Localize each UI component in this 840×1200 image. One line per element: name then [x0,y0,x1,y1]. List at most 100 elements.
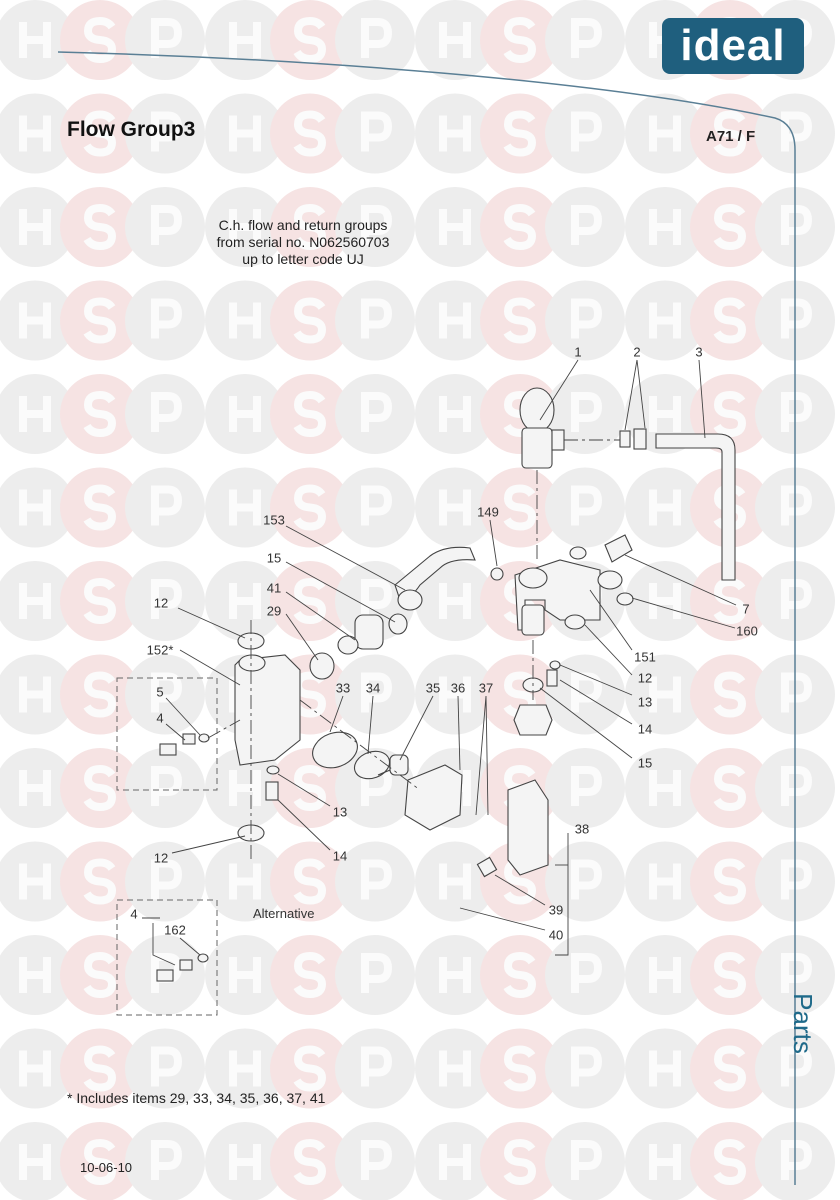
watermark-glyph [19,583,51,619]
watermark-glyph [439,489,471,526]
watermark-glyph [503,203,537,251]
watermark-glyph [781,205,813,245]
page-title: Flow Group3 [67,118,196,141]
watermark-glyph [571,672,603,713]
watermark-glyph [83,577,117,625]
watermark-glyph [293,484,327,531]
callout-12[interactable]: 12 [153,850,169,866]
callout-29[interactable]: 29 [266,603,282,619]
parts-side-tab: Parts [787,993,818,1054]
watermark-glyph [649,957,681,993]
watermark-glyph [571,766,603,806]
watermark-glyph [503,1045,537,1092]
callout-37[interactable]: 37 [478,680,494,696]
watermark-glyph [781,859,813,900]
watermark-glyph [439,209,471,245]
callout-38[interactable]: 38 [574,821,590,837]
watermark-glyph [781,953,813,993]
watermark-glyph [19,863,51,900]
callout-34[interactable]: 34 [365,680,381,696]
watermark-glyph [781,392,813,432]
description-line: up to letter code UJ [242,251,364,267]
callout-151[interactable]: 151 [634,649,656,665]
watermark-glyph [361,18,393,58]
option-boxes [116,677,218,1016]
watermark-glyph [713,671,747,718]
callout-160[interactable]: 160 [736,623,758,639]
watermark-glyph [293,951,327,999]
watermark-glyph [361,205,393,245]
watermark-glyph [503,1138,537,1186]
watermark-glyph [83,1045,117,1092]
watermark-glyph [713,110,747,157]
watermark-glyph [83,951,117,999]
watermark-glyph [83,858,117,905]
watermark-glyph [229,1050,261,1087]
watermark-glyph [781,111,813,152]
callout-15[interactable]: 15 [637,755,653,771]
watermark-glyph [151,579,183,619]
callout-36[interactable]: 36 [450,680,466,696]
callout-14[interactable]: 14 [332,848,348,864]
watermark-glyph [439,1050,471,1087]
watermark-glyph [293,16,327,64]
callout-41[interactable]: 41 [266,580,282,596]
watermark-glyph [83,1138,117,1186]
callout-39[interactable]: 39 [548,902,564,918]
callout-4[interactable]: 4 [156,710,164,726]
callout-1[interactable]: 1 [574,344,582,360]
watermark-glyph [361,859,393,900]
callout-40[interactable]: 40 [548,927,564,943]
watermark-glyph [293,297,327,344]
watermark-glyph [439,583,471,619]
callout-12[interactable]: 12 [637,670,653,686]
watermark-glyph [19,396,51,432]
watermark-glyph [361,953,393,993]
watermark-glyph [571,111,603,152]
callout-35[interactable]: 35 [425,680,441,696]
callout-4-alt[interactable]: 4 [130,906,138,922]
watermark-glyph [229,302,261,339]
watermark-glyph [151,766,183,806]
callout-15[interactable]: 15 [266,550,282,566]
callout-152[interactable]: 152* [146,642,174,658]
watermark-glyph [229,115,261,152]
watermark-glyph [781,485,813,526]
callout-3[interactable]: 3 [695,344,703,360]
watermark-glyph [151,672,183,713]
callout-149[interactable]: 149 [477,504,499,520]
watermark-circle [125,1122,205,1200]
watermark-glyph [649,489,681,526]
watermark-glyph [713,951,747,999]
callout-13[interactable]: 13 [332,804,348,820]
callout-33[interactable]: 33 [335,680,351,696]
callout-7[interactable]: 7 [742,601,750,617]
watermark-glyph [293,671,327,718]
watermark-glyph [151,1046,183,1087]
callout-13[interactable]: 13 [637,694,653,710]
diagram-description: C.h. flow and return groups from serial … [193,217,413,268]
callout-2[interactable]: 2 [633,344,641,360]
watermark-glyph [19,302,51,339]
watermark-glyph [151,298,183,339]
watermark-glyph [229,863,261,900]
watermark-glyph [503,110,537,157]
callout-5[interactable]: 5 [156,684,164,700]
watermark-glyph [151,1140,183,1180]
watermark-glyph [781,1140,813,1180]
watermark-glyph [649,863,681,900]
watermark-glyph [293,1138,327,1186]
watermark-glyph [229,1144,261,1180]
callout-153[interactable]: 153 [263,512,285,528]
watermark-glyph [361,485,393,526]
callout-12[interactable]: 12 [153,595,169,611]
watermark-glyph [503,951,537,999]
watermark-glyph [83,390,117,438]
watermark-glyph [649,770,681,806]
watermark-glyph [83,671,117,718]
watermark-glyph [713,1138,747,1186]
callout-14[interactable]: 14 [637,721,653,737]
callout-162[interactable]: 162 [164,922,186,938]
watermark-glyph [503,297,537,344]
watermark-glyph [361,111,393,152]
